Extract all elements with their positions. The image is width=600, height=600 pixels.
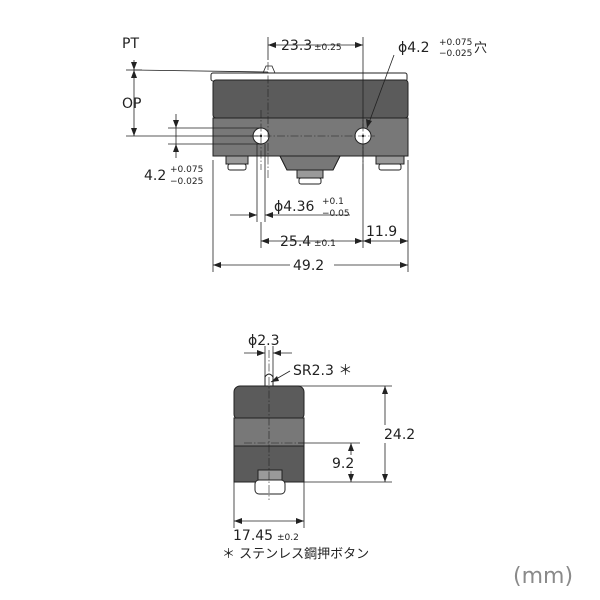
dim-17-45-tolerance: ±0.2 <box>277 533 299 543</box>
dim-4-2-value: 4.2 <box>144 168 166 184</box>
dim-25-4-value: 25.4 <box>280 234 311 250</box>
footnote: ＊ ステンレス鋼押ボタン <box>222 547 369 562</box>
sr-callout: SR2.3 ＊ <box>270 363 352 383</box>
dim-4-2: 4.2 +0.075 −0.025 <box>144 114 261 187</box>
dim-25-4-tolerance: ±0.1 <box>314 239 336 249</box>
dim-49-2: 49.2 <box>212 160 408 274</box>
pt-label: PT <box>122 36 139 52</box>
terminal-left <box>225 155 249 171</box>
dim-25-4-11-9: 25.4 ±0.1 11.9 <box>260 144 409 272</box>
dim-24-2: 24.2 <box>275 385 419 483</box>
hole-callout: ϕ4.2 +0.075 −0.025 穴 <box>366 38 487 129</box>
dim-11-9-value: 11.9 <box>366 224 397 240</box>
sr-label: SR2.3 ＊ <box>293 363 352 379</box>
dim-9-2-value: 9.2 <box>332 456 354 472</box>
dim-4-2-tol-upper: +0.075 <box>170 165 203 175</box>
side-view: ϕ2.3 SR2.3 ＊ 24.2 9.2 <box>222 333 419 562</box>
dim-17-45-value: 17.45 <box>233 528 273 544</box>
dim-23-3-tolerance: ±0.25 <box>314 43 342 53</box>
dim-49-2-value: 49.2 <box>293 258 324 274</box>
hole-tolerance-upper: +0.075 <box>439 38 472 48</box>
dim-4-36: ϕ4.36 +0.1 −0.05 <box>230 144 350 222</box>
hole-suffix: 穴 <box>474 41 487 56</box>
hole-tolerance-lower: −0.025 <box>439 49 472 59</box>
unit-label: (mm) <box>513 564 573 589</box>
dim-24-2-value: 24.2 <box>384 427 415 443</box>
dim-2-3: ϕ2.3 <box>244 333 292 376</box>
terminal-center <box>296 169 324 185</box>
dim-4-36-value: ϕ4.36 <box>274 199 315 215</box>
pt-op-dimension: PT OP <box>122 36 260 137</box>
hole-diameter: ϕ4.2 <box>398 40 430 56</box>
dim-4-2-tol-lower: −0.025 <box>170 177 203 187</box>
dim-4-36-tol-upper: +0.1 <box>322 197 344 207</box>
dim-23-3: 23.3 ±0.25 <box>267 37 364 128</box>
dim-17-45: 17.45 ±0.2 <box>233 482 305 544</box>
dim-2-3-value: ϕ2.3 <box>248 333 280 349</box>
dim-23-3-value: 23.3 <box>281 38 312 54</box>
op-label: OP <box>122 96 141 112</box>
dim-4-36-tol-lower: −0.05 <box>322 209 350 219</box>
dim-9-2: 9.2 <box>298 442 360 482</box>
front-view: PT OP 23.3 ±0.25 ϕ4.2 +0.075 −0.025 穴 <box>122 36 487 274</box>
side-terminal <box>254 469 286 495</box>
actuator-lever <box>133 65 408 82</box>
terminal-right <box>375 155 405 171</box>
